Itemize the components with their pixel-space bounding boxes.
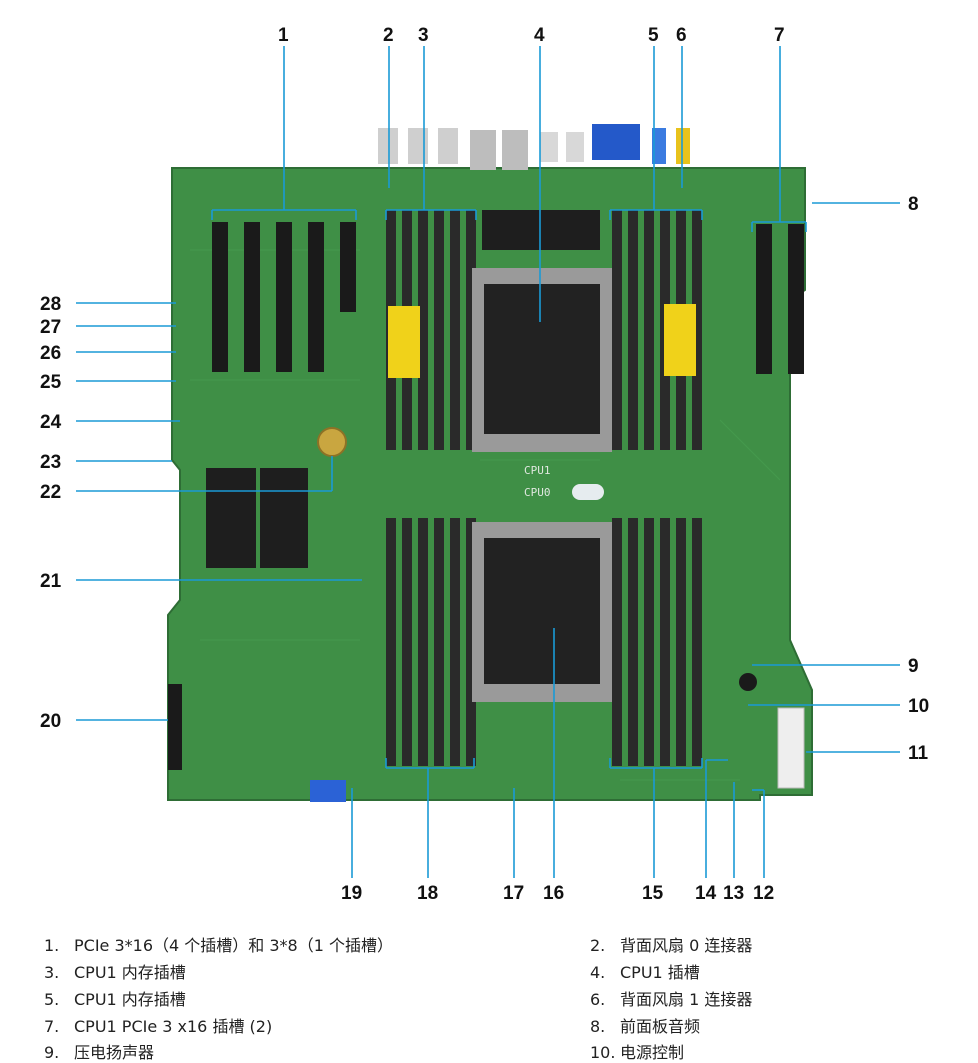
callout-10: 10 <box>908 696 929 717</box>
callout-16: 16 <box>543 883 564 904</box>
vrm-heatsink-top <box>482 210 600 250</box>
legend-item-6: 6.背面风扇 1 连接器 <box>590 990 753 1009</box>
callout-6: 6 <box>676 25 687 46</box>
pcie-slots-left <box>212 222 356 372</box>
callout-7: 7 <box>774 25 785 46</box>
legend-item-4: 4.CPU1 插槽 <box>590 963 700 982</box>
piezo-speaker <box>739 673 757 691</box>
callout-27: 27 <box>40 317 61 338</box>
chipset-heatsink <box>206 468 308 568</box>
callout-2: 2 <box>383 25 394 46</box>
callout-lines <box>76 46 900 878</box>
legend-item-5: 5.CPU1 内存插槽 <box>44 990 186 1009</box>
pcie-slots-right <box>756 224 804 374</box>
legend-item-8: 8.前面板音频 <box>590 1017 701 1036</box>
callout-13: 13 <box>723 883 744 904</box>
legend-item-7: 7.CPU1 PCIe 3 x16 插槽 (2) <box>44 1017 273 1036</box>
legend-item-10: 10.电源控制 <box>590 1043 685 1062</box>
callout-5: 5 <box>648 25 659 46</box>
dell-logo <box>572 484 604 500</box>
coin-cell-battery <box>317 427 347 457</box>
callout-20: 20 <box>40 711 61 732</box>
cpu0-dimm-slots-right <box>612 518 702 766</box>
main-power-connector <box>168 684 182 770</box>
cpu1-socket <box>472 268 612 452</box>
cpu1-silkscreen: CPU1 <box>524 464 551 477</box>
legend-item-2: 2.背面风扇 0 连接器 <box>590 936 753 955</box>
rear-io-panel <box>378 124 690 170</box>
atx-power-connector <box>777 707 805 789</box>
callout-15: 15 <box>642 883 664 904</box>
callout-28: 28 <box>40 294 61 315</box>
legend-item-9: 9.压电扬声器 <box>44 1043 155 1062</box>
callout-24: 24 <box>40 412 62 433</box>
callout-17: 17 <box>503 883 524 904</box>
callout-19: 19 <box>341 883 362 904</box>
cpu0-dimm-slots-left <box>386 518 476 766</box>
motherboard-diagram: CPU1 CPU0 <box>40 25 929 904</box>
component-legend: 1.PCIe 3*16（4 个插槽）和 3*8（1 个插槽） 2.背面风扇 0 … <box>0 926 978 1062</box>
callout-26: 26 <box>40 343 61 364</box>
warning-label-left <box>388 306 420 378</box>
callout-1: 1 <box>278 25 289 46</box>
callout-21: 21 <box>40 571 62 592</box>
callout-14: 14 <box>695 883 717 904</box>
vga-port <box>592 124 640 160</box>
callout-23: 23 <box>40 452 61 473</box>
callout-4: 4 <box>534 25 545 46</box>
callout-3: 3 <box>418 25 429 46</box>
cpu0-socket <box>472 522 612 702</box>
legend-item-3: 3.CPU1 内存插槽 <box>44 963 186 982</box>
callout-numbers: 1 2 3 4 5 6 7 8 9 10 11 12 13 14 15 16 1… <box>40 25 929 904</box>
callout-11: 11 <box>908 743 929 764</box>
callout-25: 25 <box>40 372 62 393</box>
callout-22: 22 <box>40 482 61 503</box>
callout-12: 12 <box>753 883 774 904</box>
board-traces <box>190 249 781 781</box>
warning-label-right <box>664 304 696 376</box>
callout-9: 9 <box>908 656 919 677</box>
callout-18: 18 <box>417 883 438 904</box>
sata-connector-blue <box>310 780 346 802</box>
cpu0-silkscreen: CPU0 <box>524 486 551 499</box>
callout-8: 8 <box>908 194 919 215</box>
legend-item-1: 1.PCIe 3*16（4 个插槽）和 3*8（1 个插槽） <box>44 936 393 955</box>
